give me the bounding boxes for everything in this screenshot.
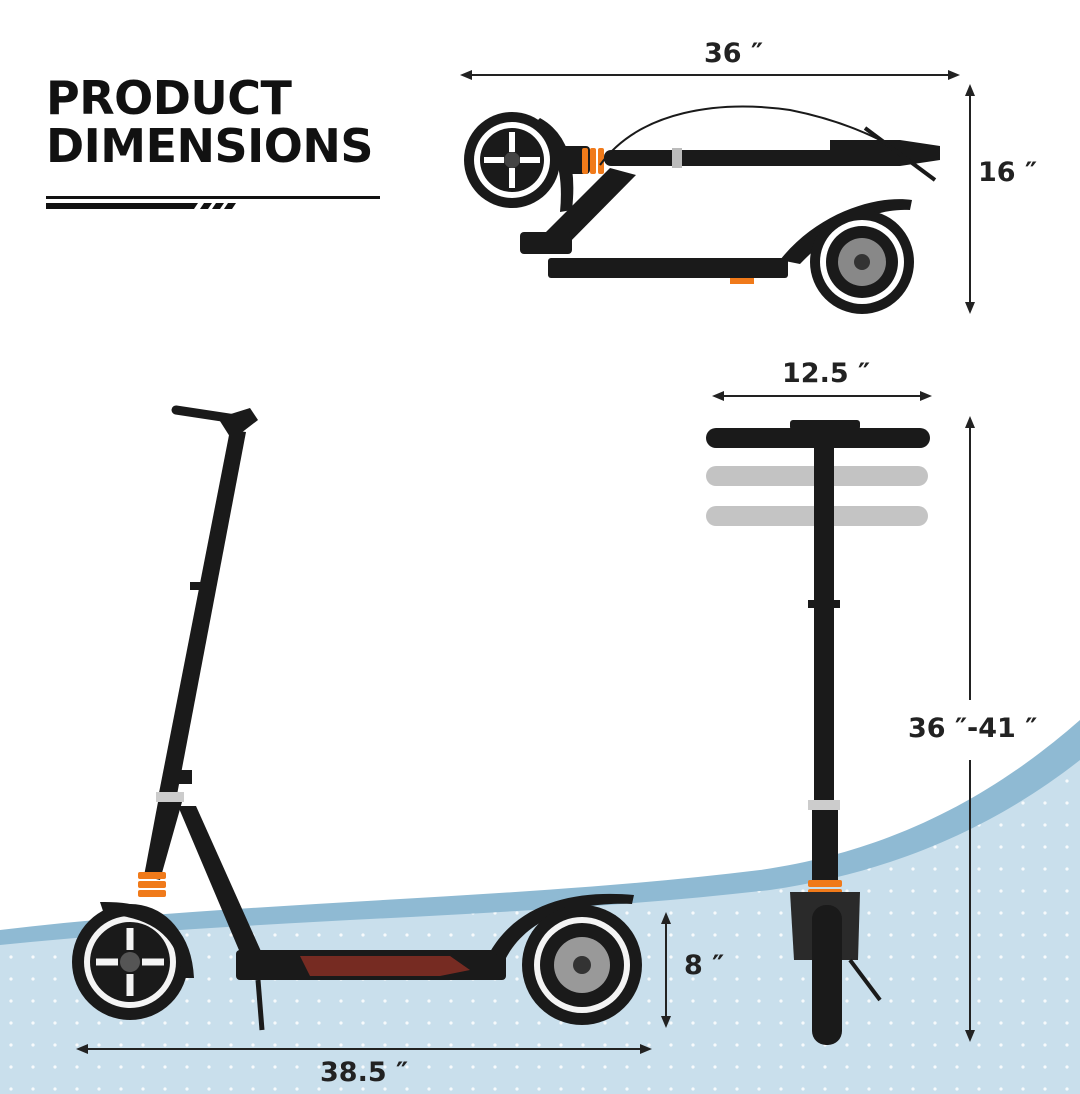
dim-deck-height: 8 ″ [684, 950, 725, 981]
front-handlebar [706, 420, 930, 448]
side-front-wheel [72, 901, 194, 1020]
handlebar [171, 405, 258, 440]
dim-folded-height: 16 ″ [978, 157, 1038, 188]
title-line-1: PRODUCT [46, 71, 292, 125]
folded-rear-wheel [810, 210, 914, 314]
title-line-2: DIMENSIONS [46, 119, 373, 173]
folded-front-wheel [464, 112, 574, 212]
dim-folded-length: 36 ″ [704, 38, 764, 69]
page-title: PRODUCT DIMENSIONS [46, 74, 373, 170]
side-spring [138, 872, 166, 897]
title-underline [46, 196, 380, 209]
folded-spring [582, 148, 604, 174]
dim-handlebar-width: 12.5 ″ [782, 358, 871, 389]
side-rear-wheel [522, 905, 642, 1025]
dim-total-length: 38.5 ″ [320, 1057, 409, 1088]
dim-height-range: 36 ″-41 ″ [908, 713, 1038, 744]
